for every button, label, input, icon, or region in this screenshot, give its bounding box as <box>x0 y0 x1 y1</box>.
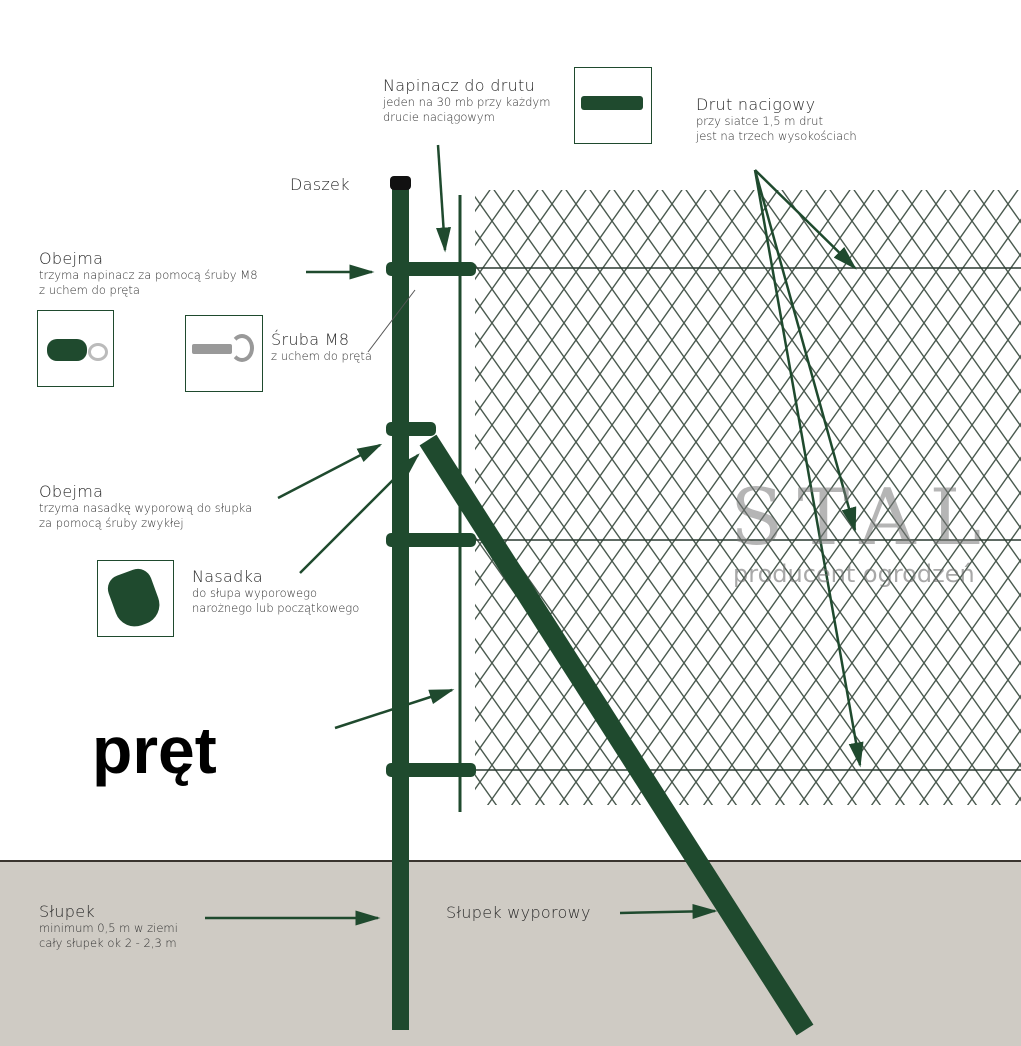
napinacz-desc2: drucie naciągowym <box>383 110 495 124</box>
label-slupek: Słupek minimum 0,5 m w ziemi cały słupek… <box>39 902 178 951</box>
main-post <box>392 180 409 1030</box>
napinacz-desc1: jeden na 30 mb przy każdym <box>383 95 551 109</box>
slupek-desc1: minimum 0,5 m w ziemi <box>39 921 178 935</box>
obejma-thumbnail <box>37 310 114 387</box>
obejma1-desc2: z uchem do pręta <box>39 283 140 297</box>
ground <box>0 860 1021 1046</box>
label-obejma-1: Obejma trzyma napinacz za pomocą śruby M… <box>39 249 258 298</box>
label-nasadka: Nasadka do słupa wyporowego narożnego lu… <box>192 567 359 616</box>
brace-post <box>419 434 814 1036</box>
drut-title: Drut nacigowy <box>696 95 816 114</box>
sruba-title: Śruba M8 <box>271 330 350 349</box>
nasadka-title: Nasadka <box>192 567 263 586</box>
post-cap <box>390 176 411 190</box>
nasadka-thumbnail <box>97 560 174 637</box>
obejma2-desc1: trzyma nasadkę wyporową do słupka <box>39 501 253 515</box>
nasadka-desc2: narożnego lub początkowego <box>192 601 360 615</box>
label-obejma-2: Obejma trzyma nasadkę wyporową do słupka… <box>39 482 252 531</box>
tension-wires <box>460 267 1021 771</box>
obejma1-title: Obejma <box>39 249 104 268</box>
drut-desc2: jest na trzech wysokościach <box>696 129 857 143</box>
slupek-title: Słupek <box>39 902 95 921</box>
nasadka-desc1: do słupa wyporowego <box>192 586 318 600</box>
tensioner-icon <box>581 96 643 110</box>
daszek-title: Daszek <box>290 175 350 194</box>
watermark-brand: STAL <box>730 473 996 563</box>
eye-bolt-icon <box>88 343 108 361</box>
obejma2-desc2: za pomocą śruby zwykłej <box>39 516 184 530</box>
hook-icon <box>230 334 254 362</box>
label-slupek-wyporowy: Słupek wyporowy <box>446 903 591 922</box>
clamps <box>386 262 476 777</box>
slupek-wyporowy-title: Słupek wyporowy <box>446 903 591 922</box>
bolt-icon <box>192 344 232 354</box>
watermark-tagline: producent ogrodzeń <box>733 560 975 588</box>
label-napinacz: Napinacz do drutu jeden na 30 mb przy ka… <box>383 76 550 125</box>
pret-label: pręt <box>92 713 217 787</box>
obejma2-title: Obejma <box>39 482 104 501</box>
drut-desc1: przy siatce 1,5 m drut <box>696 114 823 128</box>
napinacz-title: Napinacz do drutu <box>383 76 536 95</box>
sruba-thumbnail <box>185 315 263 392</box>
chain-link-mesh <box>475 190 1021 805</box>
sruba-desc1: z uchem do pręta <box>271 349 372 363</box>
label-sruba: Śruba M8 z uchem do pręta <box>271 330 372 364</box>
obejma1-desc1: trzyma napinacz za pomocą śruby M8 <box>39 268 258 282</box>
brace-cap-icon <box>103 564 166 633</box>
slupek-desc2: cały słupek ok 2 - 2,3 m <box>39 936 177 950</box>
label-drut: Drut nacigowy przy siatce 1,5 m drut jes… <box>696 95 857 144</box>
napinacz-thumbnail <box>574 67 652 144</box>
clamp-icon <box>47 339 87 361</box>
label-daszek: Daszek <box>290 175 350 194</box>
